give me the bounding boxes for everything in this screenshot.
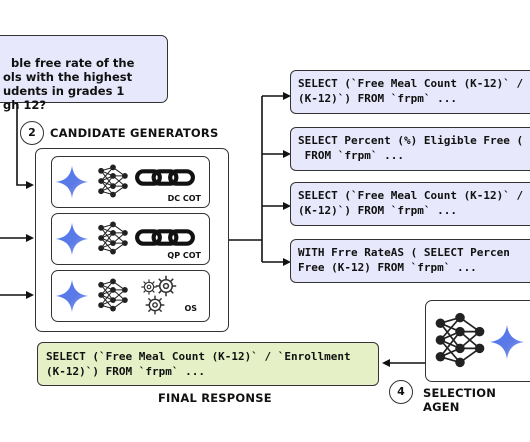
step-4-circle: 4 xyxy=(389,380,413,404)
generator-dc-cot: DC COT xyxy=(51,156,210,208)
step-number: 2 xyxy=(28,126,36,139)
gemini-sparkle-icon xyxy=(488,323,526,361)
generator-os: OS xyxy=(51,270,210,322)
final-response-sql: SELECT (`Free Meal Count (K-12)` / `Enro… xyxy=(37,342,379,386)
candidate-sql-4: WITH Frre RateAS ( SELECT Percen Free (K… xyxy=(290,239,530,283)
final-response-title: FINAL RESPONSE xyxy=(158,391,272,405)
gears-icon xyxy=(138,274,188,318)
chain-link-icon xyxy=(134,167,196,188)
chain-link-icon xyxy=(134,227,196,248)
question-box: ble free rate of the ols with the highes… xyxy=(0,35,168,112)
gemini-sparkle-icon xyxy=(54,278,90,314)
generator-label: QP COT xyxy=(167,251,201,260)
selection-agent-panel xyxy=(425,300,530,382)
step-2-circle: 2 xyxy=(20,121,44,145)
neural-network-icon xyxy=(96,164,130,198)
question-text: ble free rate of the ols with the highes… xyxy=(3,56,135,112)
selection-agent-title: SELECTION AGEN xyxy=(423,386,497,414)
candidate-generators-title: CANDIDATE GENERATORS xyxy=(50,126,219,140)
generator-label: OS xyxy=(184,304,197,313)
generator-label: DC COT xyxy=(167,194,201,203)
candidate-sql-1: SELECT (`Free Meal Count (K-12)` / (K-12… xyxy=(290,70,530,114)
step-number: 4 xyxy=(397,385,405,398)
neural-network-icon xyxy=(432,311,488,369)
generator-qp-cot: QP COT xyxy=(51,213,210,265)
candidate-sql-3: SELECT (`Free Meal Count (K-12)` / (K-12… xyxy=(290,182,530,226)
gemini-sparkle-icon xyxy=(54,164,90,200)
candidate-sql-2: SELECT Percent (%) Eligible Free ( FROM … xyxy=(290,127,530,171)
gemini-sparkle-icon xyxy=(54,221,90,257)
neural-network-icon xyxy=(96,221,130,255)
neural-network-icon xyxy=(96,278,130,312)
